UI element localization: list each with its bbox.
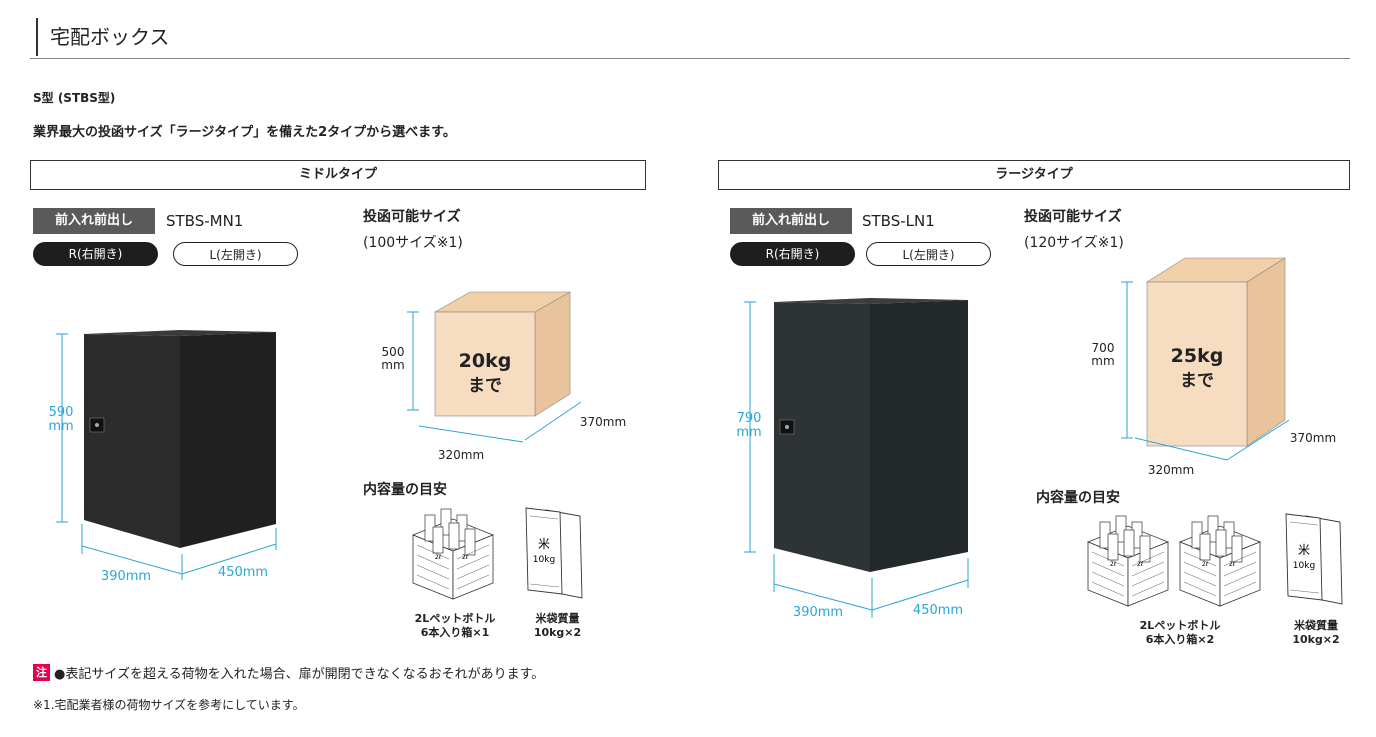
notice: 注 ●表記サイズを超える荷物を入れた場合、扉が開閉できなくなるおそれがあります。 [33, 663, 544, 682]
parcel-weight: 25kg [1171, 345, 1224, 367]
parcel-weight-suffix: まで [1180, 371, 1214, 391]
box-depth-value: 450mm [913, 603, 963, 618]
rice-bag-icon: 米 10kg [525, 507, 583, 599]
capacity-title: 内容量の目安 [363, 482, 447, 498]
parcel-size-note: (120サイズ※1) [1024, 235, 1124, 251]
bag-weight: 10kg [1293, 561, 1315, 571]
parcel-depth-value: 370mm [1290, 431, 1336, 445]
bottle-label: 2ℓ [1137, 561, 1143, 568]
box-height-value: 590 [49, 405, 74, 420]
parcel-size-illustration: 500 mm 20kg まで 320mm 370mm [381, 291, 626, 462]
capacity-item-line2: 6本入り箱×2 [1145, 633, 1215, 646]
rice-bag-icon: 米 10kg [1285, 513, 1343, 605]
bottle-case-icon: 2ℓ 2ℓ [411, 508, 495, 600]
lead-text: 業界最大の投函サイズ「ラージタイプ」を備えた2タイプから選べます。 [33, 125, 456, 140]
loading-tag: 前入れ前出し [730, 208, 852, 234]
footnote: ※1.宅配業者様の荷物サイズを参考にしています。 [33, 698, 305, 712]
parcel-height-unit: mm [381, 358, 404, 372]
bottle-label: 2ℓ [1202, 561, 1208, 568]
model-number: STBS-MN1 [166, 212, 244, 230]
title-rule [30, 58, 1350, 59]
parcel-width-value: 320mm [1148, 463, 1194, 477]
bag-mark: 米 [1298, 543, 1310, 557]
bottle-label: 2ℓ [1110, 561, 1116, 568]
box-height-unit: mm [48, 419, 73, 434]
capacity-item-rice: 米袋質量 10kg×2 [1272, 619, 1360, 647]
box-width-value: 390mm [101, 569, 151, 584]
capacity-item-line1: 米袋質量 [1294, 619, 1338, 632]
loading-tag: 前入れ前出し [33, 208, 155, 234]
bag-mark: 米 [538, 537, 550, 551]
parcel-size-title: 投函可能サイズ [1024, 209, 1122, 225]
parcel-size-title: 投函可能サイズ [363, 209, 461, 225]
bag-weight: 10kg [533, 555, 555, 565]
capacity-item-line1: 2Lペットボトル [1139, 619, 1221, 632]
series-label: S型 (STBS型) [33, 91, 116, 105]
bottle-case-icon: 2ℓ 2ℓ [1178, 515, 1262, 607]
parcel-depth-value: 370mm [580, 415, 626, 429]
box-depth-value: 450mm [218, 565, 268, 580]
capacity-item-line2: 10kg×2 [533, 626, 582, 639]
option-left-hinge[interactable]: L(左開き) [866, 242, 991, 266]
option-right-hinge[interactable]: R(右開き) [33, 242, 158, 266]
parcel-height-unit: mm [1091, 354, 1114, 368]
bottle-label: 2ℓ [435, 554, 441, 561]
parcel-size-illustration: 700 mm 25kg まで 320mm 370mm [1091, 257, 1336, 477]
parcel-size-note: (100サイズ※1) [363, 235, 463, 251]
type-header-middle: ミドルタイプ [30, 160, 646, 190]
box-height-unit: mm [736, 425, 761, 440]
delivery-box-illustration: 790 mm 390mm 450mm [736, 298, 969, 620]
capacity-title: 内容量の目安 [1036, 490, 1120, 506]
capacity-item-line1: 米袋質量 [535, 612, 580, 625]
bottle-case-icon: 2ℓ 2ℓ [1086, 515, 1170, 607]
capacity-item-bottles: 2Lペットボトル 6本入り箱×2 [1120, 619, 1240, 647]
notice-text: ●表記サイズを超える荷物を入れた場合、扉が開閉できなくなるおそれがあります。 [54, 667, 545, 682]
capacity-item-rice: 米袋質量 10kg×2 [515, 612, 600, 640]
bottle-label: 2ℓ [462, 554, 468, 561]
model-number: STBS-LN1 [862, 212, 935, 230]
notice-badge: 注 [33, 664, 50, 681]
capacity-item-line1: 2Lペットボトル [414, 612, 496, 625]
parcel-weight: 20kg [459, 350, 512, 372]
parcel-height-value: 700 [1092, 341, 1115, 355]
option-right-hinge[interactable]: R(右開き) [730, 242, 855, 266]
parcel-height-value: 500 [382, 345, 405, 359]
capacity-item-line2: 6本入り箱×1 [420, 626, 490, 639]
parcel-width-value: 320mm [438, 448, 484, 462]
bottle-label: 2ℓ [1229, 561, 1235, 568]
delivery-box-illustration: 590 mm 390mm 450mm [48, 330, 277, 584]
type-header-large: ラージタイプ [718, 160, 1350, 190]
parcel-weight-suffix: まで [468, 376, 502, 396]
page-title: 宅配ボックス [36, 18, 169, 56]
box-height-value: 790 [737, 411, 762, 426]
box-width-value: 390mm [793, 605, 843, 620]
capacity-item-bottles: 2Lペットボトル 6本入り箱×1 [400, 612, 510, 640]
option-left-hinge[interactable]: L(左開き) [173, 242, 298, 266]
capacity-item-line2: 10kg×2 [1292, 633, 1340, 646]
